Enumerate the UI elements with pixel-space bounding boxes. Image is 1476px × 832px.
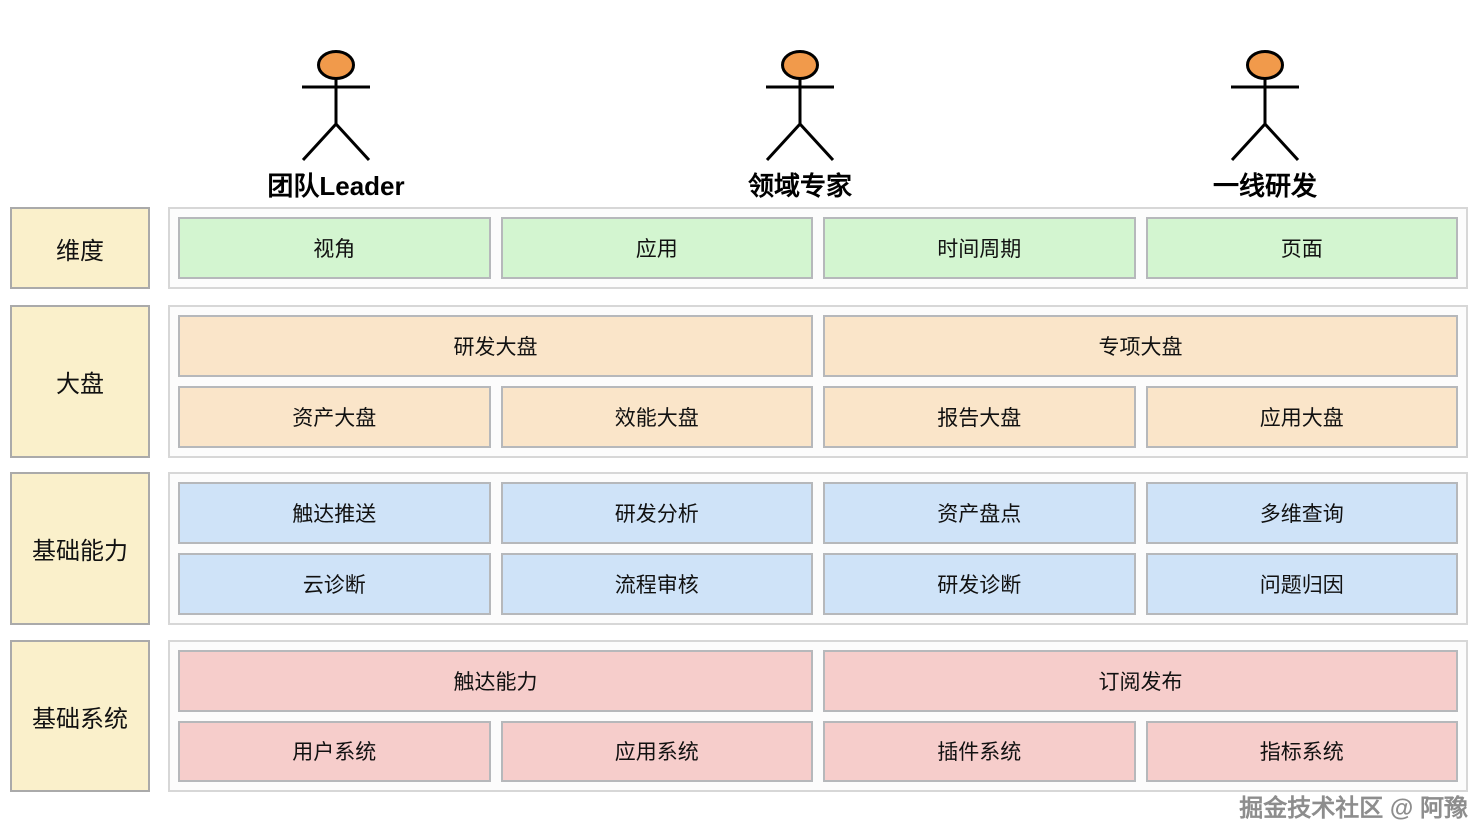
cell-perspective: 视角 — [178, 217, 491, 279]
cell-plugin-system: 插件系统 — [823, 720, 1136, 782]
cell-asset-dashboard: 资产大盘 — [178, 386, 491, 448]
cell-subscribe-publish: 订阅发布 — [823, 650, 1458, 712]
stick-figure-icon — [765, 50, 835, 162]
row-base-system: 触达能力 订阅发布 用户系统 应用系统 插件系统 指标系统 — [168, 640, 1468, 792]
stick-figure-icon — [301, 50, 371, 162]
row-label-dimension: 维度 — [10, 207, 150, 289]
cell-rd-dashboard: 研发大盘 — [178, 315, 813, 377]
cell-asset-inventory: 资产盘点 — [823, 482, 1136, 544]
cell-user-system: 用户系统 — [178, 720, 491, 782]
cell-rd-analysis: 研发分析 — [500, 482, 813, 544]
cell-application-dashboard: 应用大盘 — [1145, 386, 1458, 448]
cell-metric-system: 指标系统 — [1145, 720, 1458, 782]
row-dimension: 视角 应用 时间周期 页面 — [168, 207, 1468, 289]
cell-report-dashboard: 报告大盘 — [823, 386, 1136, 448]
actor-team-leader: 团队Leader — [216, 50, 456, 203]
actor-frontline-dev: 一线研发 — [1145, 50, 1385, 203]
cell-multidim-query: 多维查询 — [1145, 482, 1458, 544]
cell-cloud-diagnosis: 云诊断 — [178, 553, 491, 615]
actor-label: 领域专家 — [747, 171, 852, 201]
row-base-capability: 触达推送 研发分析 资产盘点 多维查询 云诊断 流程审核 研发诊断 问题归因 — [168, 472, 1468, 625]
row-label-dashboard: 大盘 — [10, 305, 150, 458]
cell-application: 应用 — [500, 217, 813, 279]
system-cells: 用户系统 应用系统 插件系统 指标系统 — [178, 720, 1458, 782]
cell-efficiency-dashboard: 效能大盘 — [500, 386, 813, 448]
actor-label: 一线研发 — [1212, 171, 1317, 201]
cell-special-dashboard: 专项大盘 — [823, 315, 1458, 377]
cell-reach-capability: 触达能力 — [178, 650, 813, 712]
row-dashboard: 研发大盘 专项大盘 资产大盘 效能大盘 报告大盘 应用大盘 — [168, 305, 1468, 458]
cell-process-review: 流程审核 — [500, 553, 813, 615]
capability-cells-top: 触达推送 研发分析 资产盘点 多维查询 — [178, 482, 1458, 544]
capability-cells-bottom: 云诊断 流程审核 研发诊断 问题归因 — [178, 553, 1458, 615]
stick-figure-icon — [1230, 50, 1300, 162]
cell-page: 页面 — [1145, 217, 1458, 279]
cell-root-cause: 问题归因 — [1145, 553, 1458, 615]
actor-label: 团队Leader — [267, 171, 405, 201]
cell-application-system: 应用系统 — [500, 720, 813, 782]
dashboard-cells: 资产大盘 效能大盘 报告大盘 应用大盘 — [178, 386, 1458, 448]
system-wide-cells: 触达能力 订阅发布 — [178, 650, 1458, 712]
watermark: 掘金技术社区 @ 阿豫 — [1239, 795, 1468, 822]
row-label-base-capability: 基础能力 — [10, 472, 150, 625]
dashboard-wide-cells: 研发大盘 专项大盘 — [178, 315, 1458, 377]
row-label-base-system: 基础系统 — [10, 640, 150, 792]
dimension-cells: 视角 应用 时间周期 页面 — [178, 217, 1458, 279]
cell-rd-diagnosis: 研发诊断 — [823, 553, 1136, 615]
cell-reach-push: 触达推送 — [178, 482, 491, 544]
cell-time-period: 时间周期 — [823, 217, 1136, 279]
actor-domain-expert: 领域专家 — [680, 50, 920, 203]
